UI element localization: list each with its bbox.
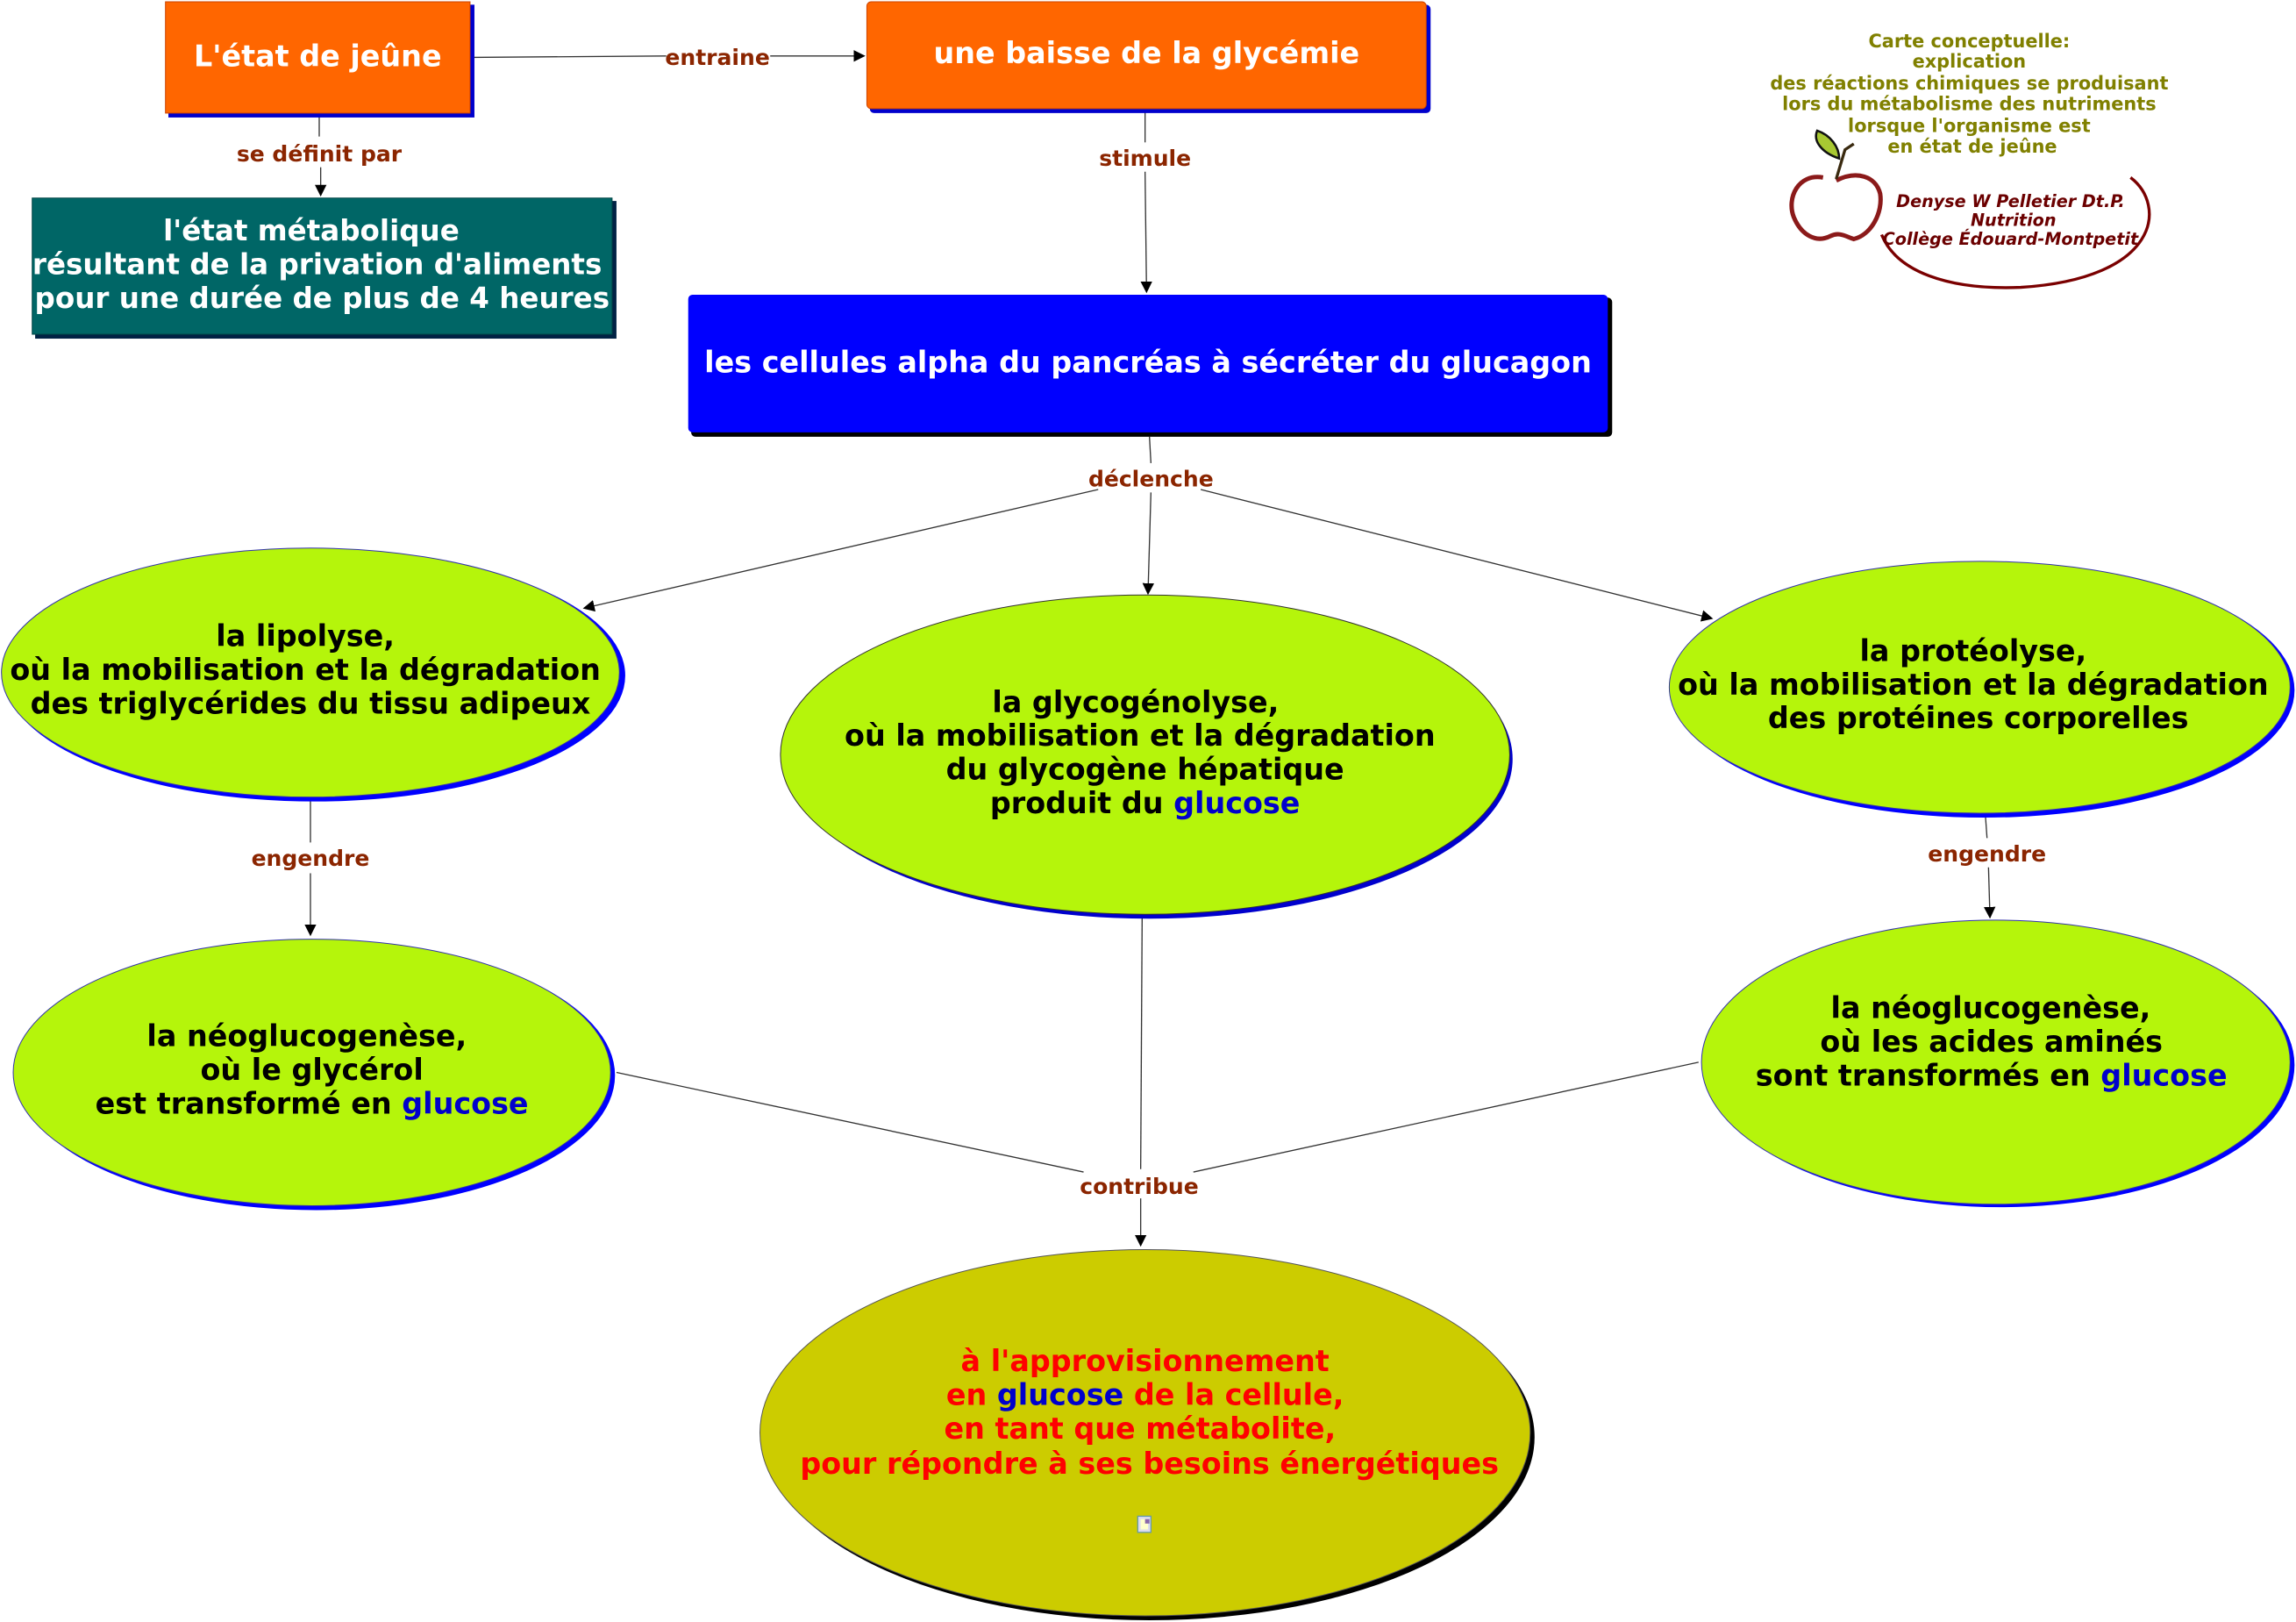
node-proteolyse[interactable]: la protéolyse, où la mobilisation et la … bbox=[1668, 561, 2295, 818]
glyco-line: produit du bbox=[990, 786, 1173, 820]
svg-text:les cellules alpha du pancréas: les cellules alpha du pancréas à sécréte… bbox=[704, 345, 1592, 379]
glyco-line: la glycogénolyse, bbox=[992, 685, 1279, 719]
lipolyse-line: la lipolyse, bbox=[216, 619, 395, 654]
author-line: Collège Édouard-Montpetit bbox=[1883, 229, 2139, 249]
title-line: en état de jeûne bbox=[1887, 136, 2057, 157]
svg-text:la glycogénolyse, où la: la glycogénolyse, où la mobilisation et … bbox=[845, 685, 1445, 787]
title-line: lorsque l'organisme est bbox=[1848, 116, 2091, 137]
link-stimule: stimule bbox=[1099, 146, 1191, 171]
node-approvisionnement[interactable]: à l'approvisionnement en glucose de la c… bbox=[759, 1249, 1535, 1620]
title-line: explication bbox=[1913, 51, 2027, 72]
node-etat-jeune[interactable]: L'état de jeûne bbox=[165, 1, 474, 118]
svg-text:une baisse de la glycémie: une baisse de la glycémie bbox=[933, 36, 1359, 70]
final-line: de la cellule, bbox=[1123, 1378, 1344, 1412]
neo-line: où le glycérol bbox=[200, 1053, 423, 1087]
neo-line: la néoglucogenèse, bbox=[146, 1018, 467, 1053]
definition-line: résultant de la privation d'aliments bbox=[32, 248, 602, 282]
map-title: Carte conceptuelle: explication des réac… bbox=[1770, 31, 2174, 157]
glyco-line: du glycogène hépatique bbox=[946, 753, 1344, 787]
title-line: lors du métabolisme des nutriments bbox=[1782, 94, 2157, 115]
svg-text:Carte conceptuelle: expl: Carte conceptuelle: explication des réac… bbox=[1770, 31, 2174, 157]
svg-text:la néoglucogenèse, où le: la néoglucogenèse, où le glycérol bbox=[146, 1018, 476, 1086]
svg-text:en tant que métabolite,: en tant que métabolite, pour répondre à … bbox=[800, 1411, 1499, 1481]
glucose-word: glucose bbox=[1173, 786, 1300, 820]
svg-text:la lipolyse, où la mobil: la lipolyse, où la mobilisation et la dé… bbox=[10, 619, 610, 721]
lipolyse-line: des triglycérides du tissu adipeux bbox=[31, 686, 591, 720]
neo-line: où les acides aminés bbox=[1820, 1025, 2163, 1059]
final-line: en bbox=[946, 1378, 997, 1412]
neo-line: la néoglucogenèse, bbox=[1831, 991, 2151, 1025]
title-line: Carte conceptuelle: bbox=[1868, 31, 2070, 52]
svg-text:est transformé en glucose: est transformé en glucose bbox=[96, 1086, 529, 1120]
neo-line: sont transformés en bbox=[1756, 1059, 2101, 1093]
glucose-word: glucose bbox=[402, 1086, 528, 1120]
neo-line: est transformé en bbox=[96, 1086, 403, 1120]
proteolyse-line: la protéolyse, bbox=[1859, 633, 2086, 668]
edges bbox=[304, 50, 1996, 1247]
node-baisse-glycemie[interactable]: une baisse de la glycémie bbox=[866, 1, 1431, 113]
node-cellules-alpha[interactable]: les cellules alpha du pancréas à sécréte… bbox=[688, 294, 1613, 437]
svg-text:à l'approvisionnement: à l'approvisionnement bbox=[961, 1344, 1330, 1378]
node-glycogenolyse[interactable]: la glycogénolyse, où la mobilisation et … bbox=[780, 594, 1513, 919]
link-contribue: contribue bbox=[1080, 1174, 1198, 1199]
final-line: pour répondre à ses besoins énergétiques bbox=[800, 1447, 1499, 1481]
link-engendre-left: engendre bbox=[252, 846, 370, 871]
author-swoosh bbox=[1879, 176, 2151, 289]
document-icon[interactable] bbox=[1137, 1515, 1152, 1533]
glucose-word: glucose bbox=[997, 1378, 1123, 1412]
svg-text:produit du glucose: produit du glucose bbox=[990, 786, 1301, 820]
link-se-definit: se définit par bbox=[237, 141, 403, 167]
definition-line: l'état métabolique bbox=[163, 214, 460, 247]
svg-text:la néoglucogenèse, où le: la néoglucogenèse, où les acides aminés bbox=[1820, 991, 2163, 1059]
proteolyse-line: des protéines corporelles bbox=[1768, 701, 2189, 735]
svg-text:en glucose de la cellule,: en glucose de la cellule, bbox=[946, 1378, 1344, 1412]
svg-text:Denyse W Pelletier Dt.P.: Denyse W Pelletier Dt.P. Nutrition Collè… bbox=[1883, 191, 2139, 249]
svg-text:la protéolyse, où la mob: la protéolyse, où la mobilisation et la … bbox=[1678, 633, 2278, 735]
lipolyse-line: où la mobilisation et la dégradation bbox=[10, 653, 601, 687]
title-line: des réactions chimiques se produisant bbox=[1770, 73, 2168, 94]
svg-text:l'état métabolique résul: l'état métabolique résultant de la priva… bbox=[32, 214, 612, 315]
glyco-line: où la mobilisation et la dégradation bbox=[845, 718, 1436, 753]
apple-icon bbox=[1789, 129, 1883, 242]
author-line: Nutrition bbox=[1971, 210, 2057, 230]
final-line: en tant que métabolite, bbox=[945, 1411, 1337, 1446]
node-lipolyse[interactable]: la lipolyse, où la mobilisation et la dé… bbox=[1, 547, 625, 802]
link-declenche: déclenche bbox=[1088, 467, 1214, 492]
link-engendre-right: engendre bbox=[1928, 841, 2046, 867]
final-line: à l'approvisionnement bbox=[961, 1344, 1330, 1378]
node-neoglucogenese-acides[interactable]: la néoglucogenèse, où les acides aminés … bbox=[1701, 919, 2295, 1208]
link-entraine: entraine bbox=[665, 45, 769, 70]
node-etat-metabolique[interactable]: l'état métabolique résultant de la priva… bbox=[32, 197, 617, 339]
definition-line: pour une durée de plus de 4 heures bbox=[35, 282, 610, 315]
svg-text:sont transformés en glucose: sont transformés en glucose bbox=[1756, 1059, 2228, 1093]
glucose-word: glucose bbox=[2100, 1059, 2227, 1093]
author-line: Denyse W Pelletier Dt.P. bbox=[1896, 191, 2125, 211]
node-neoglucogenese-glycerol[interactable]: la néoglucogenèse, où le glycérol est tr… bbox=[12, 939, 616, 1211]
proteolyse-line: où la mobilisation et la dégradation bbox=[1678, 668, 2269, 702]
author-credit: Denyse W Pelletier Dt.P. Nutrition Collè… bbox=[1883, 191, 2139, 249]
svg-text:L'état de jeûne: L'état de jeûne bbox=[194, 39, 442, 73]
